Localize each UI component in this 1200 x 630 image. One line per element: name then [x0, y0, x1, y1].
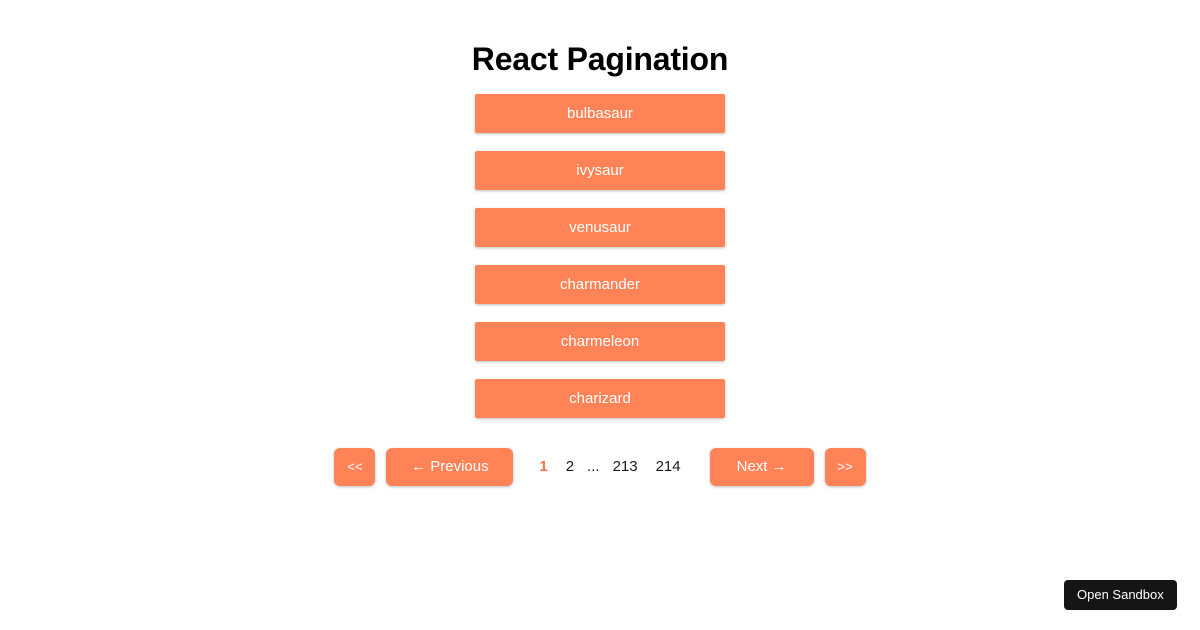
list-item[interactable]: charmander: [475, 265, 725, 304]
first-page-button[interactable]: <<: [334, 448, 376, 486]
page-number-1[interactable]: 1: [539, 458, 548, 475]
next-page-button[interactable]: Next →: [709, 448, 814, 486]
open-sandbox-button[interactable]: Open Sandbox: [1064, 580, 1177, 610]
page-number-213[interactable]: 213: [612, 458, 638, 475]
pokemon-list: bulbasaur ivysaur venusaur charmander ch…: [475, 94, 725, 418]
list-item[interactable]: venusaur: [475, 208, 725, 247]
list-item[interactable]: bulbasaur: [475, 94, 725, 133]
list-item[interactable]: charizard: [475, 379, 725, 418]
pagination: << ← Previous 1 2 ... 213 214 Next → >>: [0, 448, 1200, 486]
previous-page-button[interactable]: ← Previous: [386, 448, 514, 486]
list-item[interactable]: charmeleon: [475, 322, 725, 361]
page-number-2[interactable]: 2: [565, 458, 575, 475]
page-number-214[interactable]: 214: [655, 458, 681, 475]
page-title: React Pagination: [471, 41, 729, 78]
list-item[interactable]: ivysaur: [475, 151, 725, 190]
last-page-button[interactable]: >>: [824, 448, 866, 486]
page-ellipsis: ...: [587, 458, 600, 475]
page-number-list: 1 2 ... 213 214: [530, 448, 689, 486]
